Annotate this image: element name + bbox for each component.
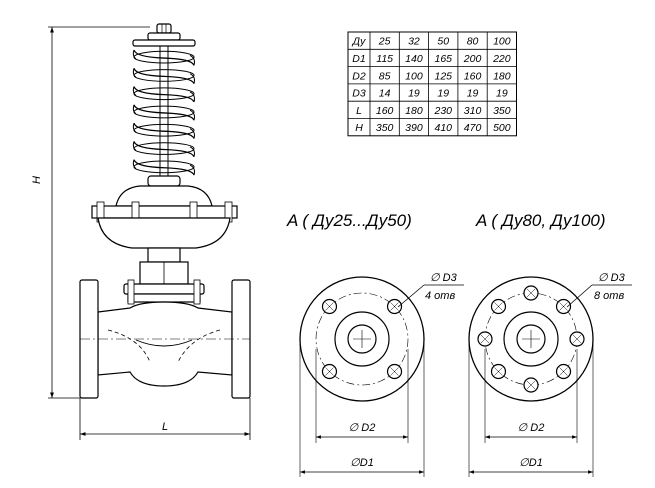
flange-right-hole-diameter: ∅ D3 — [598, 272, 626, 284]
table-row-label: D2 — [352, 70, 366, 82]
flange-left-bolt-circle-label: ∅ D2 — [349, 422, 376, 434]
flange-right-bolt-circle-label: ∅ D2 — [518, 422, 545, 434]
adjustment-nut — [132, 23, 196, 47]
flange-hub-circle — [334, 311, 390, 367]
flange-bore-circle — [347, 324, 377, 354]
table-cell: 160 — [376, 105, 394, 117]
table-cell: 230 — [433, 105, 452, 117]
table-cell: 410 — [434, 122, 452, 134]
flange-right-outer-diameter-label: ∅D1 — [519, 457, 543, 469]
spring-coil-edge — [133, 87, 195, 101]
height-dimension — [48, 26, 150, 399]
table-cell: 220 — [492, 53, 511, 65]
flange-left-outer-diameter-label: ∅D1 — [350, 457, 374, 469]
valve-spring — [132, 46, 195, 178]
table-cell: 19 — [467, 88, 479, 100]
flange-view-8-holes — [468, 276, 632, 477]
table-cell: 80 — [467, 36, 479, 48]
bonnet — [127, 293, 201, 303]
table-cell: 100 — [493, 36, 511, 48]
flange-left-caption: A ( Ду25...Ду50) — [286, 211, 412, 230]
spring-coil-edge — [133, 105, 195, 119]
table-row-label: Ду — [352, 36, 367, 48]
table-cell: 25 — [378, 36, 391, 48]
diaphragm-cover — [115, 185, 213, 207]
table-cell: 350 — [376, 122, 394, 134]
flange-right-caption: A ( Ду80, Ду100) — [475, 211, 606, 230]
height-label: H — [31, 176, 43, 184]
table-cell: 165 — [434, 53, 452, 65]
table-cell: 310 — [464, 105, 482, 117]
valve-body — [97, 301, 233, 387]
table-cell: 115 — [376, 53, 393, 65]
table-row-label: L — [356, 105, 362, 117]
table-cell: 32 — [408, 36, 420, 48]
spring-coil-edge — [133, 160, 195, 174]
valve-neck — [147, 247, 181, 263]
table-row-label: D1 — [352, 53, 365, 65]
table-cell: 470 — [464, 122, 482, 134]
bonnet-flange — [123, 283, 205, 295]
spring-coil — [133, 67, 195, 84]
table-cell: 100 — [405, 70, 423, 82]
table-cell: 180 — [405, 105, 423, 117]
spring-coil — [133, 141, 195, 158]
spring-coil-edge — [133, 69, 195, 82]
table-cell: 140 — [405, 53, 423, 65]
spring-coil — [133, 49, 195, 66]
diaphragm-flange — [91, 205, 238, 219]
table-cell: 350 — [493, 105, 511, 117]
flange-left-hole-count: 4 отв — [425, 290, 455, 302]
flange-view-4-holes — [299, 276, 464, 477]
valve-side-view — [79, 23, 251, 399]
spring-seat — [147, 175, 181, 187]
length-label: L — [162, 421, 168, 433]
table-cell: 19 — [437, 88, 449, 100]
table-cell: 19 — [496, 88, 508, 100]
spring-coil-edge — [133, 142, 195, 155]
table-cell: 390 — [405, 122, 423, 134]
spring-coil — [133, 104, 195, 121]
table-cell: 85 — [379, 70, 391, 82]
table-cell: 50 — [437, 36, 449, 48]
flange-hub-circle — [503, 311, 559, 367]
spring-coil — [133, 159, 195, 176]
table-cell: 200 — [463, 53, 482, 65]
table-row-label: D3 — [352, 88, 366, 100]
table-cell: 14 — [379, 88, 391, 100]
flange-left-hole-diameter: ∅ D3 — [430, 272, 458, 284]
diaphragm-housing — [97, 217, 231, 249]
table-cell: 500 — [493, 122, 511, 134]
table-cell: 180 — [493, 70, 511, 82]
spring-coil — [133, 122, 195, 139]
table-cell: 160 — [464, 70, 482, 82]
table-cell: 125 — [434, 70, 452, 82]
spring-coil-edge — [133, 123, 195, 137]
bolt-circle — [315, 292, 409, 386]
spring-coil — [133, 86, 195, 103]
table-cell: 19 — [408, 88, 420, 100]
table-row-label: H — [355, 122, 363, 134]
flange-bore-circle — [516, 324, 546, 354]
flange-right-hole-count: 8 отв — [594, 290, 624, 302]
spring-coil-edge — [133, 50, 195, 64]
length-dimension — [79, 398, 251, 440]
